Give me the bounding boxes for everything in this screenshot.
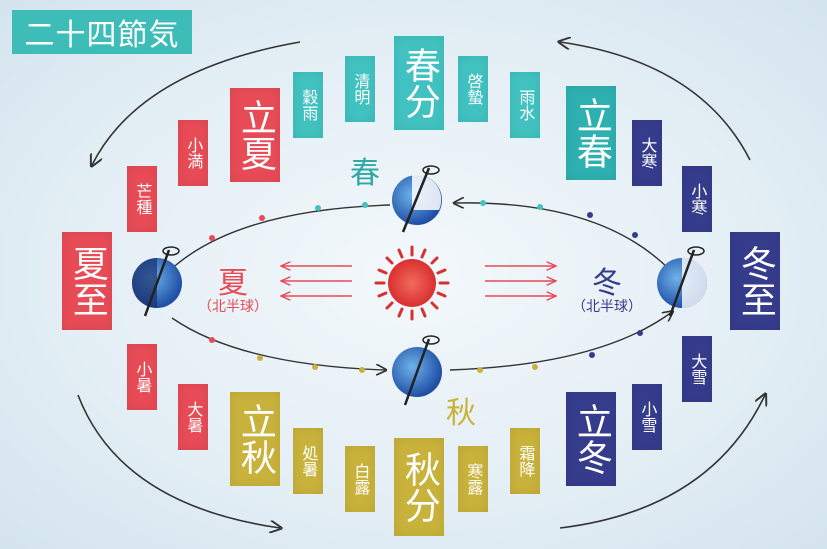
outer-arrow-bottom-right: [559, 395, 765, 529]
term-risshu: 立秋: [230, 392, 280, 486]
term-geshi: 夏至: [62, 232, 112, 330]
orbit-upper-left: [165, 204, 391, 275]
term-hakuro: 白露: [345, 446, 375, 512]
term-taisetsu: 大雪: [682, 336, 712, 402]
term-daikan: 大寒: [632, 120, 662, 186]
term-shosho: 処暑: [293, 428, 323, 494]
term-usui: 雨水: [510, 72, 540, 138]
term-ritto: 立冬: [566, 392, 616, 486]
term-taisho: 大暑: [178, 384, 208, 450]
orbit-upper-right: [455, 203, 671, 271]
hemisphere-note-summer: （北半球）: [198, 299, 268, 315]
term-soko: 霜降: [510, 428, 540, 494]
earth-spring: [392, 165, 442, 233]
hemisphere-note-winter: （北半球）: [572, 299, 642, 315]
orbit-lower-left: [171, 317, 385, 370]
term-kokuu: 穀雨: [293, 72, 323, 138]
diagram-title: 二十四節気: [12, 10, 192, 54]
outer-arrow-top-right: [560, 42, 751, 161]
term-shosho2: 小暑: [127, 344, 157, 410]
term-rikka: 立夏: [230, 88, 280, 182]
season-label-summer: 夏: [218, 266, 248, 301]
term-shoman: 小満: [178, 120, 208, 186]
term-shubun: 秋分: [394, 438, 444, 536]
earth-autumn: [392, 335, 442, 406]
sun-rays-right: [485, 266, 555, 296]
term-risshun: 立春: [566, 86, 616, 180]
season-label-winter: 冬: [592, 266, 622, 301]
outer-arrow-bottom-left: [77, 394, 280, 528]
orbit-dots: [209, 200, 643, 373]
sun-rays-left: [282, 266, 352, 296]
orbit-lower-right: [449, 312, 672, 371]
season-label-autumn: 秋: [446, 396, 476, 431]
term-boshu: 芒種: [127, 166, 157, 232]
outer-arrow-top-left: [92, 41, 301, 165]
term-keichitsu: 啓蟄: [458, 56, 488, 122]
earth-summer: [132, 246, 182, 317]
term-seimei: 清明: [345, 56, 375, 122]
term-shokan: 小寒: [682, 166, 712, 232]
earth-winter: [657, 246, 707, 317]
season-label-spring: 春: [350, 156, 380, 191]
term-kanro: 寒露: [458, 446, 488, 512]
term-shunbun: 春分: [394, 36, 444, 130]
term-toji: 冬至: [730, 232, 780, 330]
term-shosetsu: 小雪: [632, 384, 662, 450]
sun: [374, 245, 450, 321]
